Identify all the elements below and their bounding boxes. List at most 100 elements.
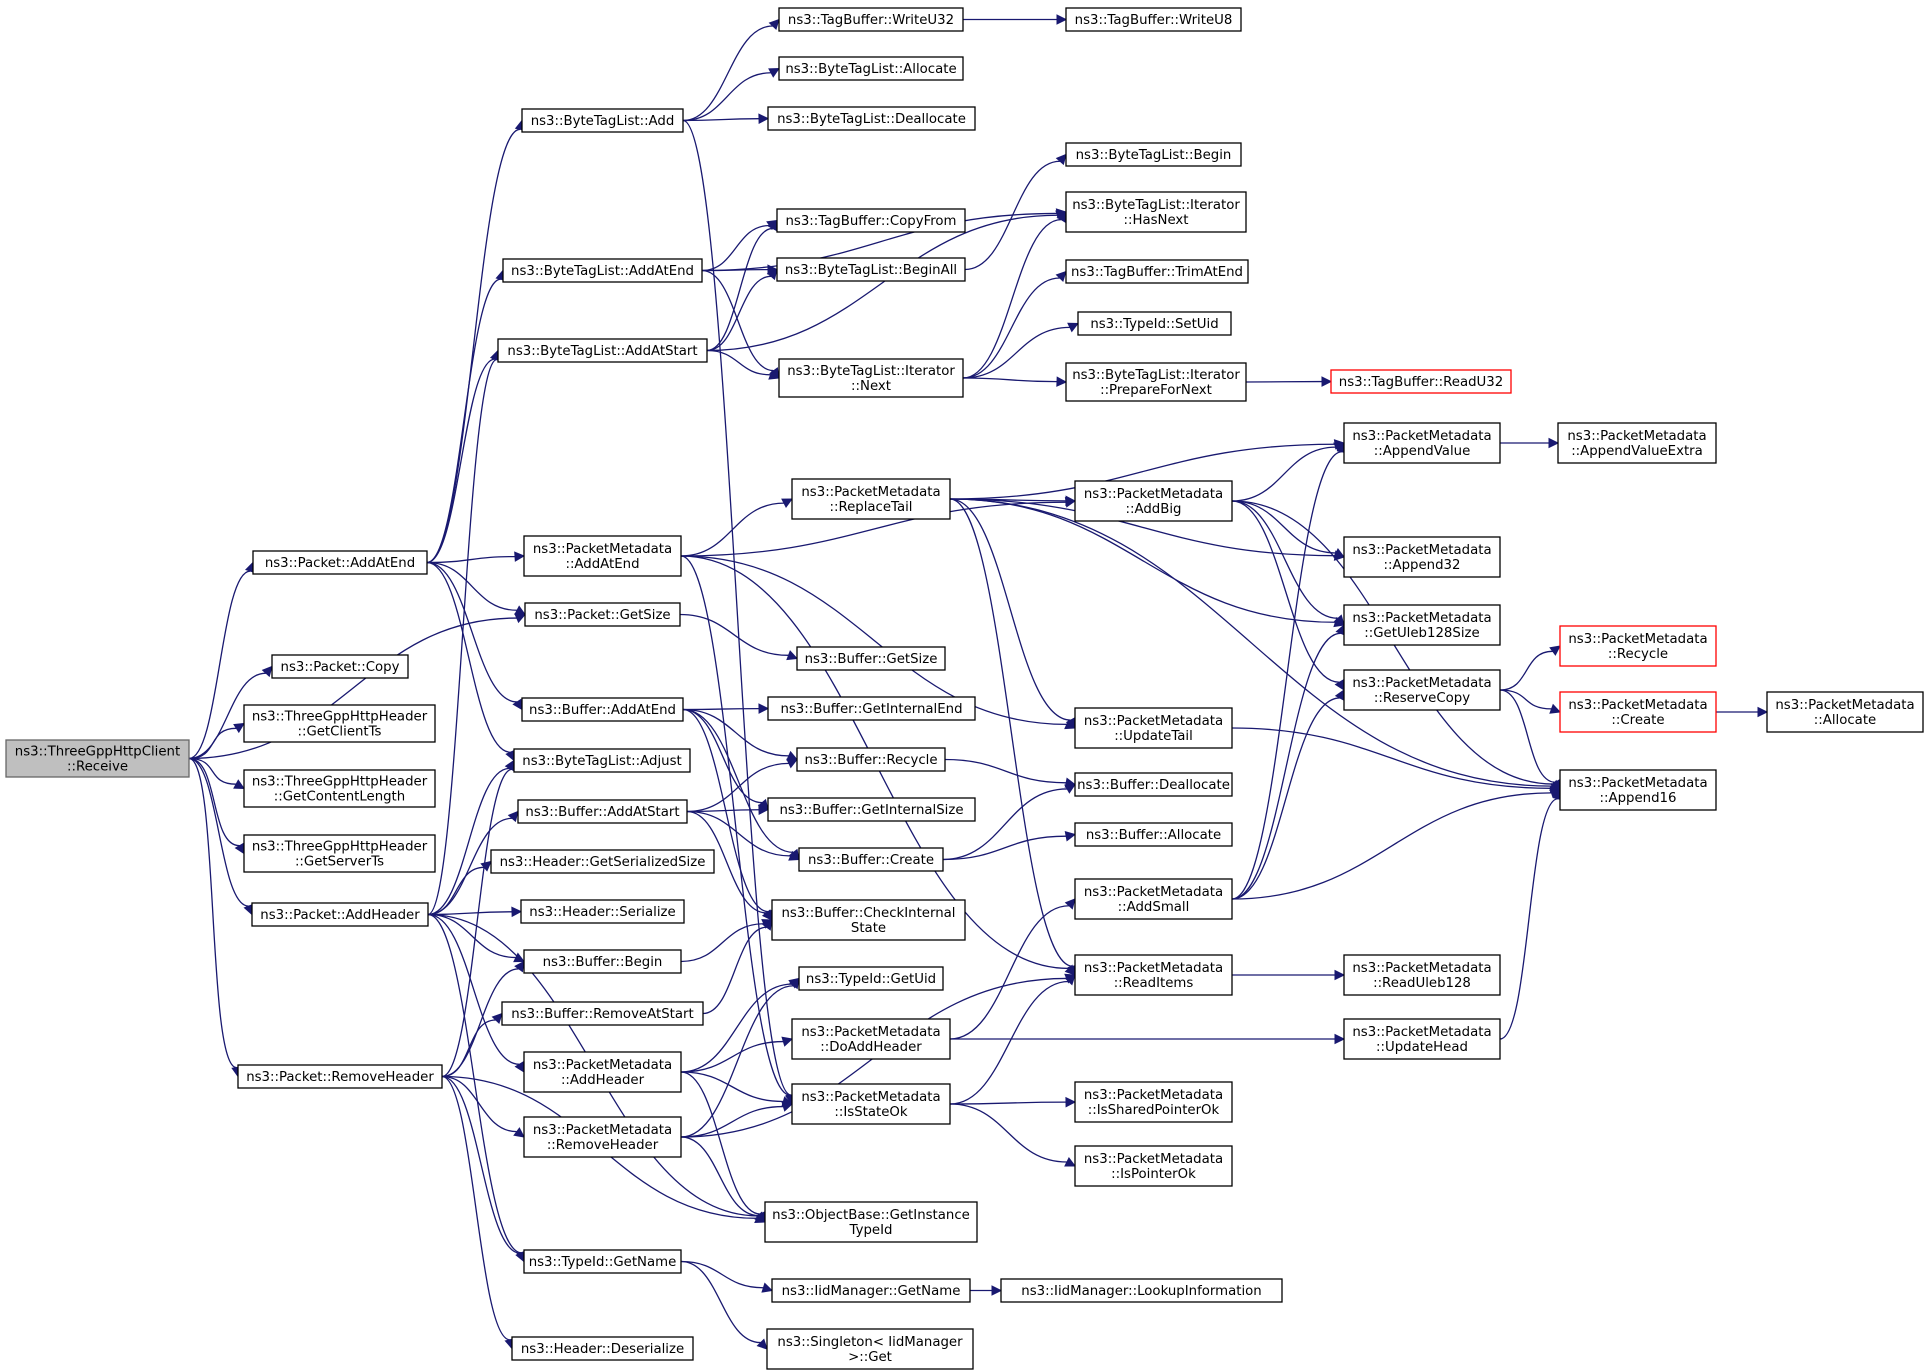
node-tb_writeu32[interactable]: ns3::TagBuffer::WriteU32 — [778, 7, 964, 32]
node-label: ns3::PacketMetadata — [801, 1025, 940, 1040]
node-pm_append32[interactable]: ns3::PacketMetadata::Append32 — [1343, 536, 1501, 578]
call-edge-p_addheader-to-hdr_serialize — [427, 906, 523, 918]
node-tid_setuid[interactable]: ns3::TypeId::SetUid — [1077, 311, 1232, 336]
call-edge-iid_getname-to-iid_lookupinformation — [969, 1285, 1003, 1296]
node-label: ns3::Buffer::AddAtEnd — [529, 703, 676, 718]
node-box — [1557, 422, 1717, 464]
node-pm_issharedpointerok[interactable]: ns3::PacketMetadata::IsSharedPointerOk — [1074, 1081, 1233, 1123]
node-b_create[interactable]: ns3::Buffer::Create — [798, 847, 944, 872]
node-h_getserverts[interactable]: ns3::ThreeGppHttpHeader::GetServerTs — [243, 834, 436, 873]
node-hdr_getserializedsize[interactable]: ns3::Header::GetSerializedSize — [490, 849, 715, 874]
call-edge-tid_getname-to-singleton_get — [680, 1260, 768, 1350]
node-p_addatend[interactable]: ns3::Packet::AddAtEnd — [252, 550, 428, 575]
node-pm_updatehead[interactable]: ns3::PacketMetadata::UpdateHead — [1343, 1018, 1501, 1060]
node-pm_allocate[interactable]: ns3::PacketMetadata::Allocate — [1766, 691, 1924, 733]
node-label: ns3::ByteTagList::AddAtStart — [507, 344, 697, 359]
node-p_removeheader[interactable]: ns3::Packet::RemoveHeader — [237, 1064, 443, 1089]
node-pm_readuleb128[interactable]: ns3::PacketMetadata::ReadUleb128 — [1343, 954, 1501, 996]
node-p_copy[interactable]: ns3::Packet::Copy — [271, 654, 409, 679]
node-btl_beginall[interactable]: ns3::ByteTagList::BeginAll — [776, 257, 966, 282]
call-edge-p_removeheader-to-b_removeatstart — [441, 1012, 503, 1078]
node-pm_create[interactable]: ns3::PacketMetadata::Create — [1559, 691, 1717, 733]
node-p_addheader[interactable]: ns3::Packet::AddHeader — [251, 902, 429, 927]
node-tid_getuid[interactable]: ns3::TypeId::GetUid — [798, 966, 944, 991]
node-b_begin[interactable]: ns3::Buffer::Begin — [523, 949, 682, 974]
node-pm_recycle[interactable]: ns3::PacketMetadata::Recycle — [1559, 625, 1717, 667]
node-tb_writeu8[interactable]: ns3::TagBuffer::WriteU8 — [1065, 7, 1242, 32]
node-b_addatstart[interactable]: ns3::Buffer::AddAtStart — [517, 799, 688, 824]
node-btli_next[interactable]: ns3::ByteTagList::Iterator::Next — [778, 358, 964, 398]
node-hdr_deserialize[interactable]: ns3::Header::Deserialize — [511, 1336, 694, 1361]
node-btli_preparefornext[interactable]: ns3::ByteTagList::Iterator::PrepareForNe… — [1065, 362, 1247, 402]
node-box — [796, 646, 946, 671]
node-label: ns3::PacketMetadata — [1084, 885, 1223, 900]
node-h_getclientts[interactable]: ns3::ThreeGppHttpHeader::GetClientTs — [243, 704, 436, 743]
node-pm_ispointerok[interactable]: ns3::PacketMetadata::IsPointerOk — [1074, 1145, 1233, 1187]
node-h_getcontentlength[interactable]: ns3::ThreeGppHttpHeader::GetContentLengt… — [243, 769, 436, 808]
call-edge-b_addatstart-to-b_checkinternalstate — [686, 810, 773, 921]
node-pm_appendvalueextra[interactable]: ns3::PacketMetadata::AppendValueExtra — [1557, 422, 1717, 464]
node-btl_deallocate[interactable]: ns3::ByteTagList::Deallocate — [767, 106, 976, 131]
node-label: ns3::ThreeGppHttpClient — [15, 745, 180, 760]
node-pm_appendvalue[interactable]: ns3::PacketMetadata::AppendValue — [1343, 422, 1501, 464]
node-btl_allocate[interactable]: ns3::ByteTagList::Allocate — [778, 56, 964, 81]
node-singleton_get[interactable]: ns3::Singleton< IidManager>::Get — [766, 1328, 974, 1370]
call-edge-receive-to-h_getclientts — [188, 722, 245, 760]
node-receive: ns3::ThreeGppHttpClient::Receive — [5, 739, 190, 778]
node-label: ns3::Buffer::Recycle — [804, 753, 937, 768]
node-tb_trimatend[interactable]: ns3::TagBuffer::TrimAtEnd — [1065, 259, 1249, 284]
node-label: ns3::Packet::RemoveHeader — [246, 1070, 434, 1085]
node-pm_addsmall[interactable]: ns3::PacketMetadata::AddSmall — [1074, 878, 1233, 920]
node-b_deallocate[interactable]: ns3::Buffer::Deallocate — [1074, 772, 1233, 797]
node-label: ::ReplaceTail — [829, 500, 912, 515]
node-pm_getuleb128size[interactable]: ns3::PacketMetadata::GetUleb128Size — [1343, 604, 1501, 646]
node-pm_updatetail[interactable]: ns3::PacketMetadata::UpdateTail — [1074, 707, 1233, 749]
node-label: ns3::ByteTagList::Begin — [1076, 148, 1232, 163]
node-box — [791, 478, 951, 520]
node-label: ns3::ThreeGppHttpHeader — [252, 710, 428, 725]
node-hdr_serialize[interactable]: ns3::Header::Serialize — [520, 899, 685, 924]
node-label: ns3::PacketMetadata — [1352, 611, 1491, 626]
node-box — [766, 1328, 974, 1370]
node-b_recycle[interactable]: ns3::Buffer::Recycle — [796, 747, 946, 772]
node-btli_hasnext[interactable]: ns3::ByteTagList::Iterator::HasNext — [1065, 191, 1247, 233]
node-b_getsize[interactable]: ns3::Buffer::GetSize — [796, 646, 946, 671]
node-tid_getname[interactable]: ns3::TypeId::GetName — [523, 1249, 682, 1274]
node-p_getsize[interactable]: ns3::Packet::GetSize — [524, 602, 681, 627]
node-pm_isstateok[interactable]: ns3::PacketMetadata::IsStateOk — [791, 1083, 951, 1125]
node-label: ::IsPointerOk — [1111, 1167, 1196, 1182]
node-tb_readu32[interactable]: ns3::TagBuffer::ReadU32 — [1330, 369, 1512, 394]
node-label: ns3::PacketMetadata — [1084, 1088, 1223, 1103]
node-btl_addatend[interactable]: ns3::ByteTagList::AddAtEnd — [502, 258, 703, 283]
node-btl_begin[interactable]: ns3::ByteTagList::Begin — [1065, 142, 1242, 167]
node-iid_lookupinformation[interactable]: ns3::IidManager::LookupInformation — [1000, 1278, 1283, 1303]
node-pm_reservecopy[interactable]: ns3::PacketMetadata::ReserveCopy — [1343, 669, 1501, 711]
node-btl_add[interactable]: ns3::ByteTagList::Add — [521, 108, 684, 133]
node-box — [520, 899, 685, 924]
node-pm_doaddheader[interactable]: ns3::PacketMetadata::DoAddHeader — [791, 1018, 951, 1060]
node-pm_removeheader[interactable]: ns3::PacketMetadata::RemoveHeader — [523, 1116, 682, 1158]
node-pm_replacetail[interactable]: ns3::PacketMetadata::ReplaceTail — [791, 478, 951, 520]
node-b_getinternalsize[interactable]: ns3::Buffer::GetInternalSize — [767, 797, 976, 822]
node-box — [1343, 604, 1501, 646]
node-pm_append16[interactable]: ns3::PacketMetadata::Append16 — [1559, 769, 1717, 811]
node-btl_addatstart[interactable]: ns3::ByteTagList::AddAtStart — [497, 338, 708, 363]
node-b_removeatstart[interactable]: ns3::Buffer::RemoveAtStart — [501, 1001, 704, 1026]
node-iid_getname[interactable]: ns3::IidManager::GetName — [771, 1278, 971, 1303]
node-b_addatend[interactable]: ns3::Buffer::AddAtEnd — [521, 697, 684, 722]
node-label: ::UpdateHead — [1376, 1040, 1468, 1055]
node-btl_adjust[interactable]: ns3::ByteTagList::Adjust — [513, 748, 691, 773]
node-tb_copyfrom[interactable]: ns3::TagBuffer::CopyFrom — [776, 208, 966, 233]
call-graph-edges — [188, 14, 1769, 1350]
node-label: ::AppendValue — [1374, 444, 1471, 459]
node-box — [1077, 311, 1232, 336]
node-pm_readitems[interactable]: ns3::PacketMetadata::ReadItems — [1074, 954, 1233, 996]
node-pm_addheader[interactable]: ns3::PacketMetadata::AddHeader — [523, 1051, 682, 1093]
node-b_allocate[interactable]: ns3::Buffer::Allocate — [1074, 822, 1233, 847]
node-label: ns3::PacketMetadata — [1568, 698, 1707, 713]
node-b_getinternalend[interactable]: ns3::Buffer::GetInternalEnd — [767, 696, 976, 721]
node-pm_addatend[interactable]: ns3::PacketMetadata::AddAtEnd — [523, 535, 682, 577]
node-pm_addbig[interactable]: ns3::PacketMetadata::AddBig — [1074, 480, 1233, 522]
